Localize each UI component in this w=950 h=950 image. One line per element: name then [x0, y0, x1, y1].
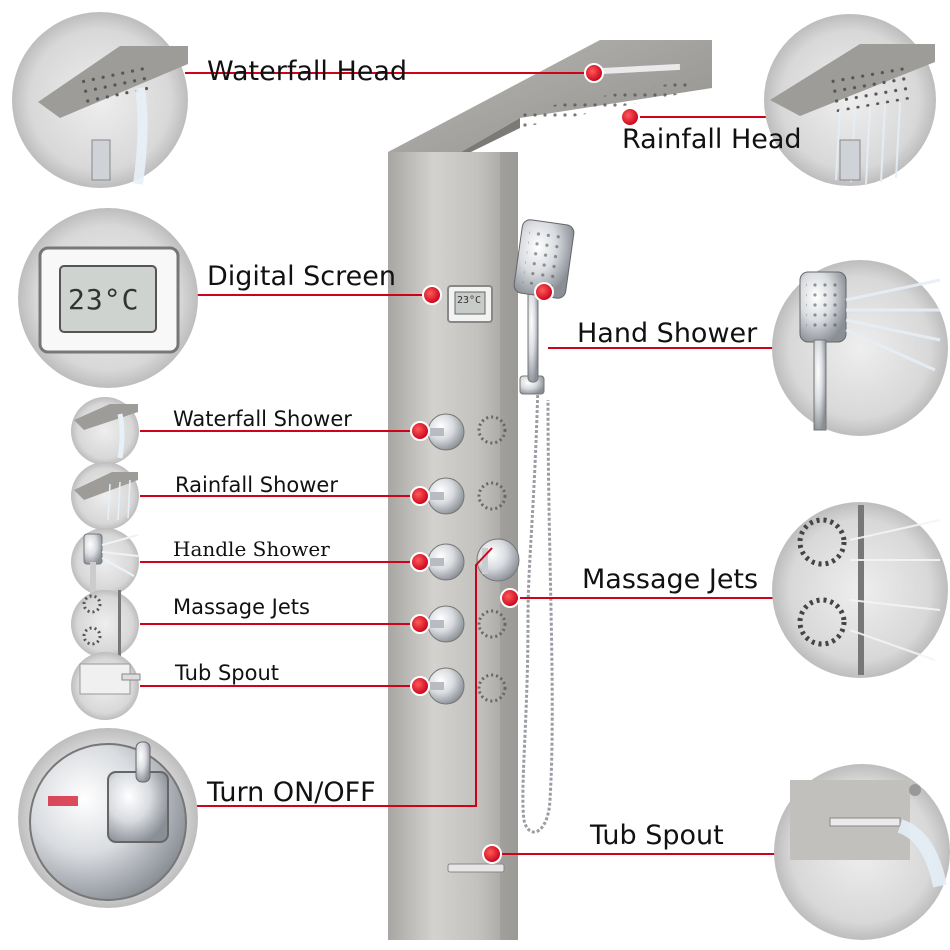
marker-massage-jets-right: [500, 588, 520, 608]
bubble-digital-screen: [18, 208, 198, 388]
bubble-massage-jets: [772, 502, 948, 678]
marker-rainfall-shower: [410, 486, 430, 506]
bubble-knob: [18, 728, 198, 908]
knob-tub: [427, 667, 465, 705]
bubble-handle-shower: [71, 528, 139, 596]
label-digital-screen: Digital Screen: [207, 261, 396, 292]
label-waterfall-head: Waterfall Head: [207, 56, 408, 87]
label-handle-shower: Handle Shower: [173, 537, 330, 561]
bubble-tub-spout-small: [71, 652, 141, 720]
marker-tub-spout-right: [482, 844, 502, 864]
knob-rainfall: [427, 477, 465, 515]
label-tub-spout-right: Tub Spout: [590, 820, 724, 851]
marker-massage-jets-left: [410, 614, 430, 634]
bubble-rainfall-head: [764, 14, 936, 186]
bubble-massage-jets-small: [71, 590, 139, 658]
thermostat-knob: [476, 538, 520, 582]
shower-hose: [521, 384, 554, 834]
label-massage-jets-right: Massage Jets: [582, 564, 759, 595]
waterfall-head-plate: [388, 40, 712, 170]
massage-jet-rings: [477, 415, 507, 703]
label-waterfall-shower: Waterfall Shower: [173, 407, 352, 431]
bubble-waterfall-shower: [71, 397, 139, 465]
bubble-rainfall-shower: [71, 462, 139, 530]
marker-waterfall-head: [584, 63, 604, 83]
tub-spout-slot: [447, 863, 505, 873]
knob-handle: [427, 543, 465, 581]
knob-massage: [427, 605, 465, 643]
leader-lines: [140, 72, 775, 855]
label-hand-shower: Hand Shower: [577, 318, 758, 349]
marker-hand-shower: [534, 282, 554, 302]
label-turn-on-off: Turn ON/OFF: [207, 777, 376, 808]
bubble-tub-spout: [774, 764, 950, 940]
callout-markers: [410, 63, 640, 864]
marker-rainfall-head: [620, 107, 640, 127]
bubble-hand-shower: [772, 260, 948, 436]
marker-digital-screen: [422, 285, 442, 305]
label-rainfall-head: Rainfall Head: [622, 124, 802, 155]
screen-reading-small: 23°C: [457, 295, 482, 306]
label-rainfall-shower: Rainfall Shower: [175, 473, 338, 497]
marker-tub-spout-left: [410, 676, 430, 696]
shower-panel: [388, 40, 712, 940]
label-massage-jets-left: Massage Jets: [173, 595, 310, 619]
marker-handle-shower: [410, 552, 430, 572]
rainfall-nozzles: [516, 80, 690, 128]
bubble-waterfall-head: [12, 12, 188, 188]
screen-reading-large: 23°C: [68, 283, 140, 316]
marker-waterfall-shower: [410, 421, 430, 441]
hand-shower: [513, 219, 575, 834]
knob-waterfall: [427, 413, 465, 451]
label-tub-spout-left: Tub Spout: [175, 661, 280, 685]
